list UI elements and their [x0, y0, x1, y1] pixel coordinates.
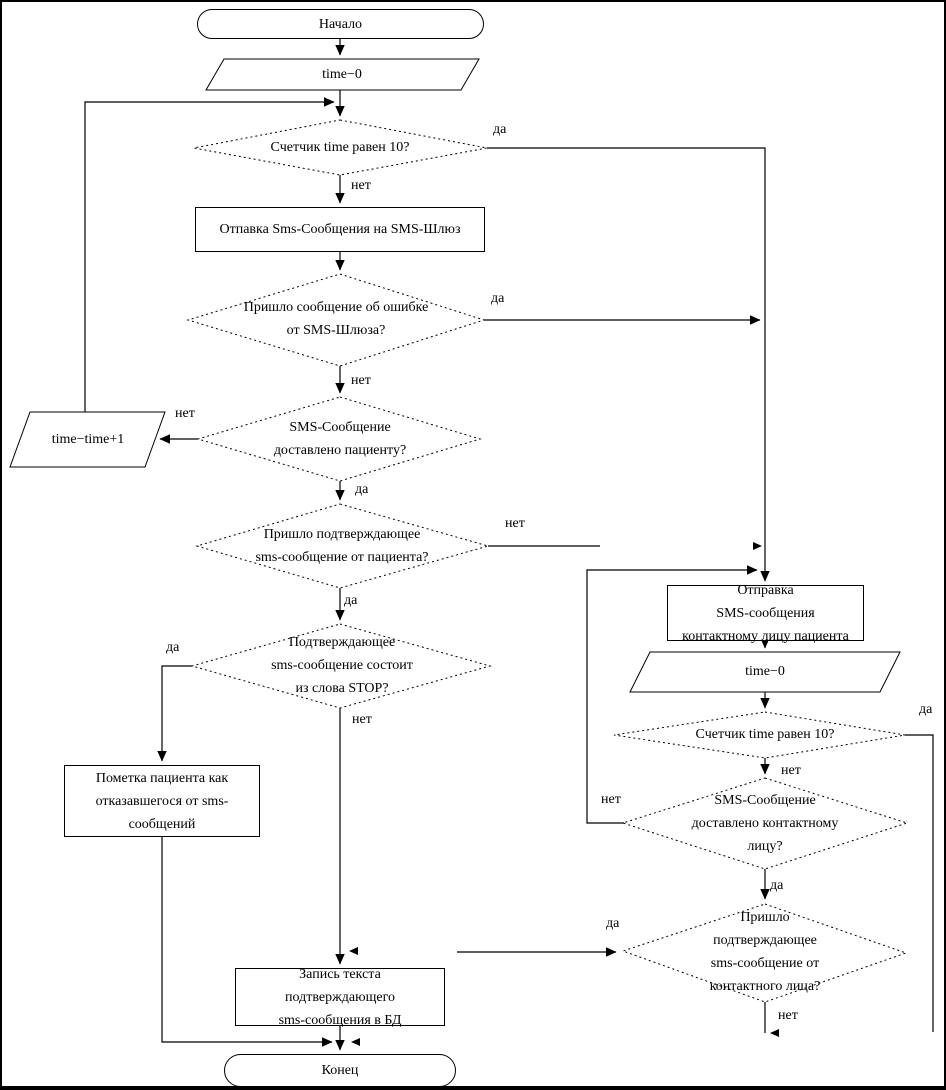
node-confirmation-from-contact-label: Пришло подтверждающее sms-сообщение от к… [709, 910, 821, 994]
node-start: Начало [197, 9, 484, 39]
edge-contact-retry-loop [586, 565, 758, 824]
node-send-sms-contact: Отправка SMS-сообщения контактному лицу … [667, 583, 864, 644]
node-end: Конец [224, 1054, 456, 1086]
edge-label-counter-yes: да [493, 122, 507, 137]
node-confirmation-from-patient-label: Пришло подтверждающее sms-сообщение от п… [255, 527, 429, 565]
diamond-confirmation-from-patient [195, 503, 490, 589]
node-save-confirmation-db-label: Запись текста подтверждающего sms-сообще… [278, 966, 402, 1028]
edge-counter-yes [487, 147, 770, 582]
parallelogram-increment-time [9, 411, 166, 468]
node-init-time-label: time−0 [322, 67, 362, 82]
edge-label-delivered-contact-yes: да [770, 878, 784, 893]
edge-label-stop-yes: да [166, 640, 180, 655]
edge-label-delivered-patient-yes: да [355, 482, 369, 497]
arrowhead-junction-end [351, 1038, 360, 1046]
parallelogram-init-time-contact [629, 651, 901, 693]
node-mark-patient-optout: Пометка пациента как отказавшегося от sm… [64, 765, 260, 837]
node-check-counter-label: Счетчик time равен 10? [270, 140, 410, 155]
edge-label-counter-contact-no: нет [781, 763, 801, 778]
node-delivered-to-patient-label: SMS-Сообщение доставлено пациенту? [273, 420, 407, 458]
edge-label-counter-no: нет [351, 178, 371, 193]
edge-label-error-no: нет [351, 373, 371, 388]
edge-label-stop-no: нет [352, 712, 372, 727]
edge-label-confirm-patient-no: нет [505, 516, 525, 531]
edge-label-confirm-contact-no: нет [778, 1008, 798, 1023]
node-mark-patient-optout-label: Пометка пациента как отказавшегося от sm… [95, 770, 229, 832]
arrowhead-junction-confirm-no [753, 542, 762, 550]
parallelogram-init-time [205, 58, 480, 91]
diamond-is-stop-word [190, 623, 492, 709]
edge-label-delivered-patient-no: нет [175, 406, 195, 421]
edge-label-confirm-patient-yes: да [344, 593, 358, 608]
node-increment-time-label: time−time+1 [51, 432, 125, 447]
edge-label-confirm-contact-yes: да [606, 916, 620, 931]
arrowhead-junction-contact-no [770, 1029, 779, 1037]
edge-stop-yes [157, 665, 192, 762]
node-start-label: Начало [318, 16, 363, 32]
edge-label-counter-contact-yes: да [919, 702, 933, 717]
edge-increment-loop [84, 97, 335, 412]
node-save-confirmation-db: Запись текста подтверждающего sms-сообще… [235, 967, 445, 1028]
node-send-sms-gateway-label: Отпавка Sms-Сообщения на SMS-Шлюз [219, 222, 461, 237]
node-check-counter-contact-label: Счетчик time равен 10? [695, 727, 835, 742]
arrowhead-junction-save-top [349, 947, 358, 955]
diamond-error-from-gateway [186, 273, 486, 367]
node-init-time-contact-label: time−0 [745, 664, 785, 679]
edge-optout-end [161, 837, 333, 1047]
node-is-stop-word-label: Подтверждающее sms-сообщение состоит из … [271, 635, 413, 696]
node-end-label: Конец [321, 1063, 359, 1078]
node-delivered-to-contact-label: SMS-Сообщение доставлено контактному лиц… [691, 793, 839, 854]
edge-label-delivered-contact-no: нет [601, 792, 621, 807]
edge-label-error-yes: да [491, 291, 505, 306]
node-send-sms-gateway: Отпавка Sms-Сообщения на SMS-Шлюз [195, 207, 485, 252]
node-send-sms-contact-label: Отправка SMS-сообщения контактному лицу … [682, 582, 849, 644]
node-error-from-gateway-label: Пришло сообщение об ошибке от SMS-Шлюза? [243, 300, 429, 338]
edge-countercontact-yes [905, 734, 934, 1032]
